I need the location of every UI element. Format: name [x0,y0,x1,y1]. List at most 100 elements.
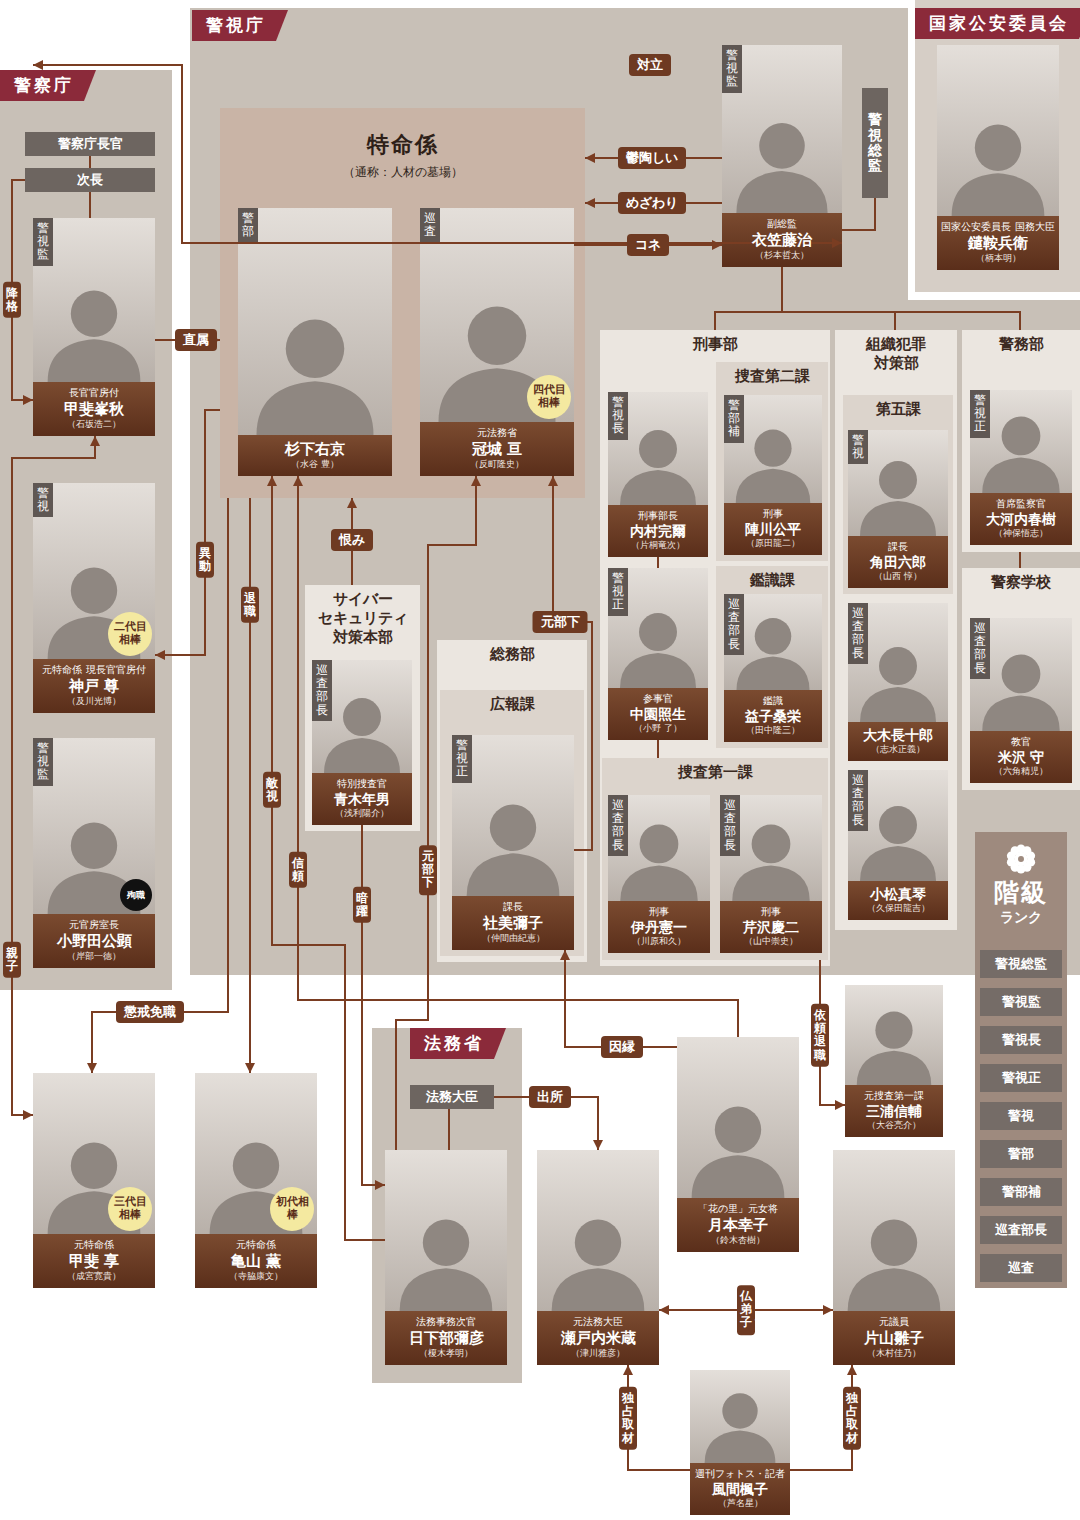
actor-name: （芦名星） [693,1498,787,1510]
person-name: 神戸 尊 [36,676,152,696]
name-plate: 刑事伊丹憲一（川原和久） [608,901,710,953]
edge-label: 直属 [175,329,217,351]
person-card: 長官官房付甲斐峯秋（石坂浩二）警視監 [33,218,155,436]
silhouette-head [71,1143,117,1189]
section-heading: 警務部 [962,330,1080,354]
box-label: 法務大臣 [426,1088,478,1106]
person-name: 月本幸子 [680,1215,796,1235]
person-card: 週刊フォトス・記者風間楓子（芦名星） [690,1370,790,1515]
actor-name: （山西 惇） [851,571,945,583]
title-box: 警視総監 [862,88,888,198]
role-title: 首席監察官 [973,497,1069,510]
section-panel: 組織犯罪 対策部第五課課長角田六郎（山西 惇）警視大木長十郎（志水正義）巡査部長… [835,330,957,930]
edge-label: 因縁 [601,1036,643,1058]
silhouette-head [759,123,805,169]
rank-tag: 巡査部長 [312,660,332,721]
name-plate: 刑事部長内村完爾（片桐竜次） [608,505,708,557]
actor-name: （反町隆史） [423,459,571,471]
region-tag: 法務省 [410,1028,506,1059]
name-plate: 鑑識益子桑栄（田中隆三） [724,690,822,742]
silhouette-body [400,1268,493,1311]
partner-badge: 四代目相棒 [527,375,571,419]
person-name: 日下部彌彦 [388,1328,504,1348]
role-title: 刑事 [723,905,819,918]
person-name: 甲斐 享 [36,1251,152,1271]
silhouette-head [233,1143,279,1189]
role-title: 刑事 [611,905,707,918]
connector-line [842,198,875,230]
rank-tag: 巡査部長 [848,770,868,831]
portrait-frame [385,1150,507,1311]
edge-label: 依頼退職 [811,1004,829,1067]
rank-box: 警視正 [980,1064,1062,1092]
rank-tag: 警視長 [608,392,628,440]
section-heading: 総務部 [437,640,587,664]
name-plate: 課長社美彌子（仲間由紀恵） [452,896,574,950]
arrowhead [90,436,100,446]
arrowhead [471,476,481,486]
person-name: 芹沢慶二 [723,918,819,936]
silhouette-body [256,381,373,435]
connector [245,498,255,1073]
name-plate: 課長角田六郎（山西 惇） [848,536,948,588]
silhouette-head [754,430,791,467]
connector [658,740,659,758]
silhouette-head [1002,417,1041,456]
rank-label: 警視正 [1002,1070,1041,1087]
person-name: 鑓鞍兵衛 [940,233,1056,253]
name-plate: 首席監察官大河内春樹（神保悟志） [970,493,1072,545]
person-name: 中園照生 [611,705,705,723]
section-panel: 総務部広報課課長社美彌子（仲間由紀恵）警視正 [437,640,587,962]
person-name: 社美彌子 [455,913,571,933]
connector [362,825,385,1190]
portrait-silhouette [690,1370,790,1463]
portrait-silhouette [537,1150,659,1311]
legend-heading: 階級 [975,832,1067,909]
edge-label: 出所 [529,1086,571,1108]
actor-name: （及川光博） [36,696,152,708]
edge-label: 退職 [241,587,259,623]
arrowhead [593,1140,603,1150]
actor-name: （大谷亮介） [848,1120,940,1132]
silhouette-body [467,853,560,896]
connector [155,410,220,660]
arrowhead [623,1365,633,1375]
person-card: 元捜査第一課三浦信輔（大谷亮介） [845,985,943,1137]
connector [90,192,91,218]
person-card: 刑事伊丹憲一（川原和久）巡査部長 [608,795,710,953]
person-name: 青木年男 [315,790,409,808]
arrowhead [712,240,722,250]
connector-line [628,1365,690,1470]
silhouette-head [722,1393,757,1428]
silhouette-head [286,320,345,379]
person-card: 特別捜査官青木年男（浅利陽介）巡査部長 [312,660,412,825]
connector-line [89,156,91,168]
role-title: 刑事部長 [611,509,705,522]
role-title: 長官官房付 [36,386,152,399]
silhouette-body [732,865,810,901]
connector [658,557,659,568]
person-name: 衣笠藤治 [725,230,839,250]
edge-label: 降格 [3,282,21,318]
edge-label: 暗躍 [353,887,371,923]
actor-name: （久保田龍吉） [851,903,945,915]
silhouette-body [692,1155,785,1198]
rank-tag: 巡査部長 [970,618,990,679]
person-name: 亀山 薫 [198,1251,314,1271]
arrowhead [548,476,558,486]
silhouette-head [752,825,791,864]
arrowhead [585,198,595,208]
person-name: 杉下右京 [241,439,389,459]
portrait-silhouette [385,1150,507,1311]
silhouette-head [71,823,117,869]
name-plate: 「花の里」元女将月本幸子（鈴木杏樹） [677,1198,799,1252]
actor-name: （水谷 豊） [241,459,389,471]
silhouette-head [875,1012,912,1049]
actor-name: （鈴木杏樹） [680,1235,796,1247]
silhouette-body [952,173,1045,216]
rank-label: 警視長 [1002,1032,1041,1049]
person-card: 元法務大臣瀬戸内米蔵（津川雅彦） [537,1150,659,1365]
section-panel: 捜査第二課刑事陣川公平（原田龍二）警部補 [716,362,828,561]
portrait-frame [537,1150,659,1311]
